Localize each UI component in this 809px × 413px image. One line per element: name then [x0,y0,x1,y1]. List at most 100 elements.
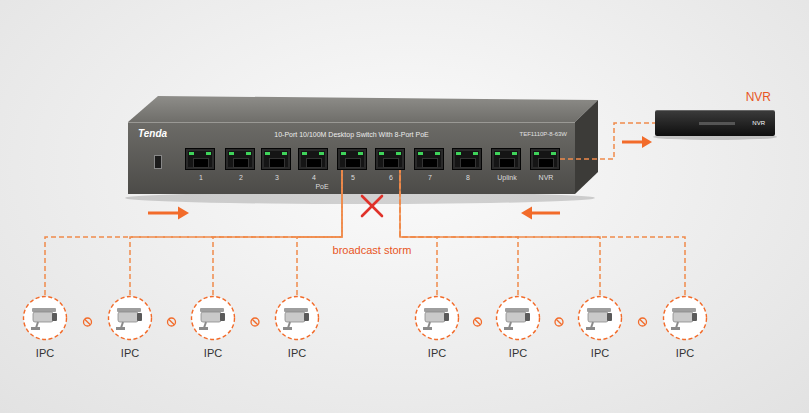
camera-base [586,327,595,330]
camera-lens [137,313,142,321]
camera-base [199,327,208,330]
camera-ring [276,297,319,340]
cross-stroke [362,196,382,216]
port-led [358,152,363,155]
camera-body [425,312,445,322]
no-link-bar [169,319,175,325]
dashed-cable [400,170,600,295]
port-led [341,152,346,155]
arrow-shaft [148,212,179,215]
camera-body [201,312,221,322]
model-number: TEF1110P-8-63W [520,131,567,138]
camera-body [506,312,526,322]
camera-badge [662,295,708,341]
ip-camera: IPC [274,295,320,341]
camera-label: IPC [10,347,80,359]
port-socket [422,158,438,168]
brand-logo: Tenda [138,128,167,139]
camera-ring [497,297,540,340]
camera-lens [304,313,309,321]
camera-lens [525,313,530,321]
no-link-symbol [639,318,647,326]
ethernet-port: 8 [452,148,482,170]
dashed-cable [400,170,437,295]
camera-body [285,312,305,322]
poe-group-label: PoE [315,183,328,191]
port-label: 5 [328,174,378,182]
camera-label: IPC [178,347,248,359]
no-link-symbols [84,318,647,326]
camera-label: IPC [483,347,553,359]
no-link-ring [251,318,259,326]
camera-base [671,327,680,330]
camera-base [116,327,125,330]
dashed-cable [213,170,342,295]
ethernet-port: 4 [298,148,328,170]
port-led [302,152,307,155]
nvr-device: NVRNVR [655,110,775,136]
port-led [265,152,270,155]
camera-base [283,327,292,330]
dashed-cable [45,170,342,295]
power-switch [154,155,162,169]
camera-hood [117,308,141,312]
ip-camera: IPC [577,295,623,341]
port-led [396,152,401,155]
port-led [319,152,324,155]
device-label: NVR [746,91,771,104]
camera-lens [607,313,612,321]
ip-camera: IPC [495,295,541,341]
camera-ring [416,297,459,340]
camera-badge [22,295,68,341]
camera-label: IPC [95,347,165,359]
cross-stroke [362,196,382,216]
flow-arrow [622,136,652,148]
no-link-ring [639,318,647,326]
no-link-symbol [251,318,259,326]
port-label: 3 [252,174,302,182]
ip-camera: IPC [107,295,153,341]
ethernet-port: NVR [530,148,560,170]
camera-lens [692,313,697,321]
port-led [456,152,461,155]
port-label: 8 [443,174,493,182]
camera-ring [192,297,235,340]
dashed-cable [130,170,342,295]
camera-label: IPC [565,347,635,359]
port-led [551,152,556,155]
camera-badge [495,295,541,341]
port-label: 6 [366,174,416,182]
camera-label: IPC [402,347,472,359]
ip-camera: IPC [22,295,68,341]
arrow-head [521,207,532,220]
port-socket [345,158,361,168]
camera-lens [52,313,57,321]
ethernet-port: 2 [225,148,255,170]
no-link-bar [85,319,91,325]
arrow-head [642,136,652,148]
ethernet-port: 5 [337,148,367,170]
dashed-cable [400,170,685,295]
arrow-shaft [622,141,643,144]
port-led [379,152,384,155]
no-link-ring [84,318,92,326]
camera-hood [672,308,696,312]
port-socket [306,158,322,168]
port-socket [269,158,285,168]
flow-arrow [521,207,560,220]
port-led [418,152,423,155]
arrow-shaft [531,212,560,215]
camera-body [33,312,53,322]
ethernet-port: 3 [261,148,291,170]
port-label: NVR [521,174,571,182]
camera-badge [190,295,236,341]
port-label: 2 [216,174,266,182]
port-led [246,152,251,155]
cross-mark [362,196,382,216]
no-link-ring [168,318,176,326]
port-led [229,152,234,155]
camera-hood [284,308,308,312]
port-socket [538,158,554,168]
no-link-bar [475,319,481,325]
